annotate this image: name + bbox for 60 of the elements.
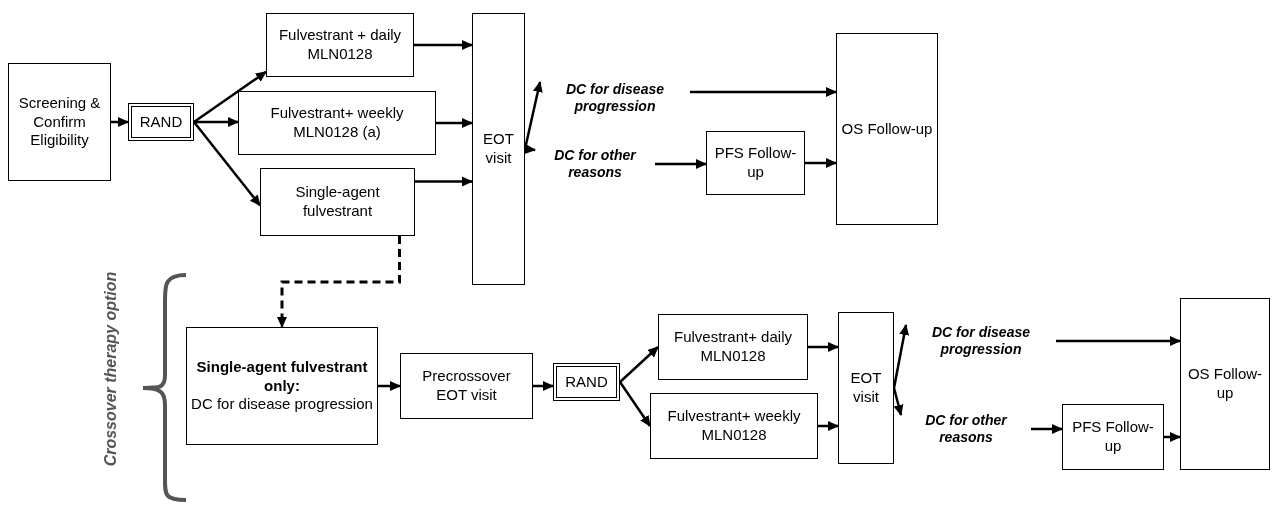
box-label: Fulvestrant+ weekly MLN0128 (a)	[269, 104, 405, 142]
process-box	[1062, 404, 1164, 470]
box-label: EOT visit	[482, 130, 515, 168]
arrow	[892, 324, 910, 389]
box-label: Single-agent fulvestrant only:	[195, 357, 369, 396]
arrow	[892, 387, 904, 416]
box-label: Single-agent fulvestrant	[294, 183, 381, 221]
process-box	[658, 314, 808, 380]
arrow	[619, 346, 659, 383]
side-label: Crossover therapy option	[102, 270, 120, 469]
box-label: Screening & Confirm Eligibility	[17, 93, 102, 151]
randomization-box	[553, 363, 620, 401]
process-box	[238, 91, 436, 155]
dashed-arrow	[277, 236, 401, 328]
arrow	[1164, 432, 1181, 442]
box-label: OS Follow-up	[841, 119, 933, 139]
outcome-label: DC for disease progression	[906, 321, 1056, 361]
arrow	[193, 70, 267, 124]
arrow	[415, 176, 473, 187]
arrow	[818, 421, 839, 431]
box-label: Fulvestrant + daily MLN0128	[277, 26, 403, 64]
process-box	[650, 393, 818, 459]
box-label: Precrossover EOT visit	[421, 367, 512, 405]
randomization-box	[128, 103, 194, 141]
arrow	[414, 40, 473, 50]
process-box	[836, 33, 938, 225]
arrow	[378, 381, 401, 391]
arrow	[1031, 424, 1063, 434]
box-label: PFS Follow-up	[713, 144, 798, 182]
process-box	[266, 13, 414, 77]
box-label: Fulvestrant+ weekly MLN0128	[666, 407, 802, 445]
box-label: DC for disease progression	[191, 395, 373, 415]
process-box	[838, 312, 894, 464]
arrow	[111, 117, 129, 127]
outcome-label: DC for disease progression	[540, 78, 690, 118]
arrow	[655, 159, 707, 169]
arrow	[690, 87, 837, 97]
process-box	[472, 13, 525, 285]
process-box	[186, 327, 378, 445]
process-box	[706, 131, 805, 195]
box-label: RAND	[565, 372, 608, 392]
arrow	[436, 118, 473, 128]
process-box	[260, 168, 415, 236]
arrow	[805, 158, 837, 168]
arrow	[533, 381, 554, 391]
process-box	[1180, 298, 1270, 470]
box-label: Fulvestrant+ daily MLN0128	[673, 328, 793, 366]
arrow	[194, 117, 239, 127]
box-label: OS Follow-up	[1186, 365, 1264, 403]
box-label: PFS Follow-up	[1071, 418, 1155, 456]
outcome-label: DC for other reasons	[535, 144, 655, 184]
process-box	[400, 353, 533, 419]
process-box	[8, 63, 111, 181]
outcome-label: DC for other reasons	[901, 409, 1031, 449]
arrow	[524, 144, 536, 154]
arrow	[808, 342, 839, 352]
box-label: RAND	[139, 112, 183, 132]
arrow	[1056, 336, 1181, 346]
box-label: EOT visit	[849, 369, 883, 407]
arrow	[193, 121, 261, 207]
